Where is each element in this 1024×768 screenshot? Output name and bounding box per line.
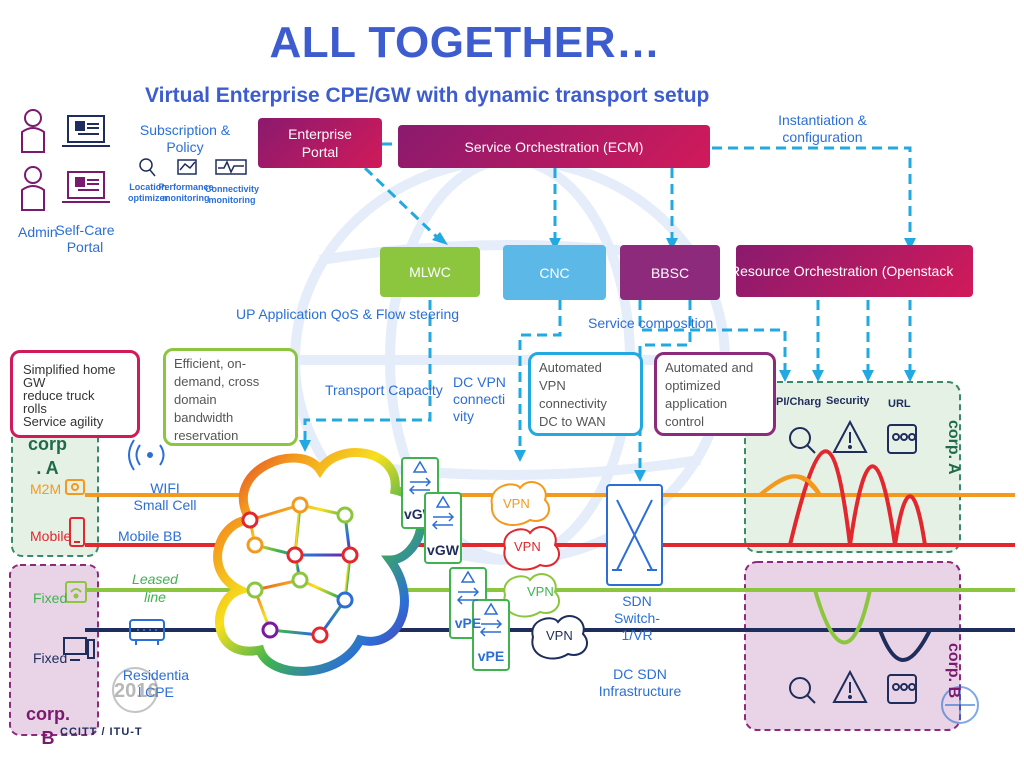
self-care-portal-label: Self-Care Portal	[55, 222, 115, 255]
vgw-boxes	[401, 457, 510, 671]
enterprise-portal-box[interactable]: Enterprise Portal	[258, 118, 382, 168]
m2m-label: M2M	[30, 481, 62, 497]
dc-sdn-infrastructure-label: DC SDN Infrastructure	[598, 666, 682, 699]
leased-line-label: Leased line	[132, 571, 178, 605]
green-wave	[813, 589, 872, 645]
automated-optimized-callout: Automated and optimized application cont…	[654, 352, 776, 436]
page-title: ALL TOGETHER…	[269, 18, 661, 67]
admin-person-icon	[21, 109, 45, 211]
corp-b-left-region	[9, 564, 99, 736]
transport-cloud	[213, 448, 426, 676]
corp-a-left-label: corp . A	[28, 434, 68, 478]
fixed-label-1: Fixed	[33, 590, 68, 606]
residential-cpe-label: Residentia l CPE	[122, 667, 190, 700]
bbsc-box[interactable]: BBSC	[620, 245, 720, 300]
fixed-computer-icon	[63, 637, 95, 661]
arrowheads	[299, 138, 916, 482]
vpn-label-4: VPN	[546, 628, 573, 643]
dashed-connectors	[303, 142, 912, 470]
red-wave	[788, 449, 927, 546]
performance-monitoring-label: Performance monitoring	[158, 182, 214, 203]
mlwc-box[interactable]: MLWC	[380, 247, 480, 297]
vgw-label-2: vGW	[427, 542, 459, 558]
pi-charging-label: PI/Charg	[776, 396, 822, 408]
sdn-switch-icon	[612, 499, 657, 571]
itu-logo-icon	[941, 686, 979, 724]
vgw-arrows-icon	[408, 460, 503, 637]
performance-monitoring-icon	[177, 159, 197, 175]
vpn-label-3: VPN	[527, 584, 554, 599]
corp-b-left-label: corp. B	[26, 704, 71, 748]
instantiation-config-label: Instantiation & configuration	[778, 112, 867, 145]
simplified-gw-text: Simplified home GW reduce truck rolls Se…	[23, 362, 116, 429]
vpe-label-1: vPE	[454, 615, 482, 631]
enterprise-portal-label: Enterprise Portal	[288, 126, 352, 160]
residential-cpe-icon	[129, 619, 165, 645]
bbsc-label: BBSC	[650, 264, 690, 281]
watermark-year-label: 2016	[114, 680, 159, 702]
location-optimizer-label: Location optimizer	[127, 182, 168, 203]
navy-wave	[878, 629, 932, 662]
url-label: URL	[888, 398, 911, 410]
m2m-camera-icon	[65, 479, 85, 495]
orange-wave-2	[758, 474, 822, 497]
fixed-wifi-router-icon	[65, 581, 87, 603]
efficient-bandwidth-text: Efficient, on- demand, cross domain band…	[174, 356, 260, 443]
mobile-label: Mobile	[30, 528, 72, 544]
corp-b-right-region	[744, 561, 961, 731]
admin-label: Admin	[18, 224, 58, 240]
page-subtitle: Virtual Enterprise CPE/GW with dynamic t…	[145, 84, 710, 107]
cnc-box[interactable]: CNC	[503, 245, 606, 300]
service-orchestration-box[interactable]: Service Orchestration (ECM)	[398, 125, 710, 168]
vpe-label-2: vPE	[477, 648, 505, 664]
vpn-clouds	[490, 481, 588, 660]
connectivity-monitoring-icon	[215, 159, 247, 175]
service-orchestration-label: Service Orchestration (ECM)	[464, 138, 644, 155]
cloud-nodes	[241, 496, 359, 644]
sdn-switch-label: SDN Switch- 1/VR	[614, 593, 660, 643]
location-optimizer-icon	[139, 158, 156, 177]
mobile-bb-label: Mobile BB	[118, 528, 182, 544]
connectivity-monitoring-label: Connectivity monitoring	[204, 184, 259, 205]
watermark-2016-icon	[112, 667, 158, 713]
mlwc-label: MLWC	[409, 264, 451, 280]
corp-a-right-label: corp. A	[945, 420, 962, 475]
fixed-label-2: Fixed	[33, 650, 68, 666]
efficient-bandwidth-callout: Efficient, on- demand, cross domain band…	[163, 348, 298, 446]
security-warning-icon	[832, 419, 868, 703]
cnc-label: CNC	[539, 264, 570, 281]
wifi-icon	[128, 439, 165, 471]
automated-vpn-callout: Automated VPN connectivity DC to WAN w/Q…	[528, 352, 643, 436]
vpn-label-2: VPN	[514, 539, 541, 554]
wifi-small-cell-label: WIFI Small Cell	[133, 480, 197, 513]
service-composition-label: Service composition	[588, 315, 714, 331]
dc-vpn-connectivity-label: DC VPN connecti vity	[453, 374, 506, 424]
security-label: Security	[826, 395, 870, 407]
watermark-ccitt-label: CCITT / ITU-T	[60, 726, 143, 738]
vpn-label-1: VPN	[503, 496, 530, 511]
up-app-qos-label: UP Application QoS & Flow steering	[236, 306, 460, 322]
transport-capacity-label: Transport Capacity	[325, 382, 443, 398]
resource-orchestration-label: Resource Orchestration (Openstack	[736, 263, 954, 279]
simplified-gw-callout: Simplified home GW reduce truck rolls Se…	[10, 350, 140, 438]
laptop-icon-2	[62, 171, 110, 203]
automated-vpn-text: Automated VPN connectivity DC to WAN w/Q…	[539, 360, 607, 433]
automated-optimized-text: Automated and optimized application cont…	[665, 360, 754, 429]
corp-b-right-label: corp. B	[945, 643, 962, 699]
laptop-icon	[62, 115, 110, 147]
mobile-phone-icon	[69, 517, 85, 547]
pi-charging-icon	[789, 427, 816, 704]
resource-orchestration-box[interactable]: Resource Orchestration (Openstack	[736, 245, 973, 297]
subscription-policy-label: Subscription & Policy	[139, 122, 231, 155]
url-users-icon	[887, 424, 917, 704]
vgw-label-1: vGW	[404, 506, 424, 522]
